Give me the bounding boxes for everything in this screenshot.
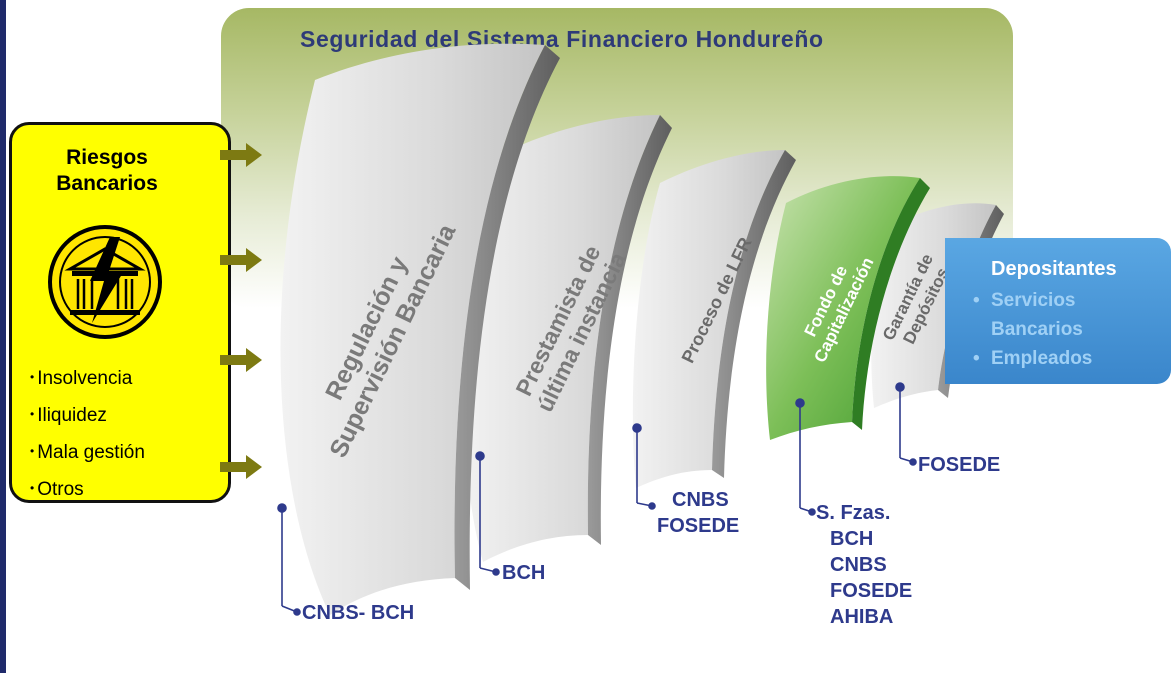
- pane-lfr: [632, 150, 796, 488]
- connector-end-lender: [492, 568, 500, 576]
- connector-end-guarantee: [909, 458, 917, 466]
- pane-fund: [766, 176, 930, 440]
- arrow-right-icon: [220, 348, 262, 372]
- entity-lender: BCH: [502, 562, 546, 584]
- connector-dot-lfr: [632, 423, 642, 433]
- entity-regulation: CNBS- BCH: [302, 602, 415, 624]
- depositors-item: •Servicios: [973, 290, 1076, 311]
- depositors-item-text: Empleados: [991, 348, 1093, 369]
- connector-dot-guarantee: [895, 382, 905, 392]
- pane-lender: [462, 115, 672, 562]
- connectors: [277, 382, 917, 616]
- frame-border: [0, 0, 6, 673]
- entity-fund-line: FOSEDE: [830, 580, 913, 602]
- risk-item: Mala gestión: [30, 435, 145, 472]
- connector-dot-regulation: [277, 503, 287, 513]
- risks-title-line2: Bancarios: [56, 172, 158, 195]
- connector-end-fund: [808, 508, 816, 516]
- risks-panel: Riesgos Bancarios Insolvencia Iliquidez …: [9, 122, 231, 503]
- entity-fund-line: CNBS: [830, 554, 887, 576]
- entity-fund-line: BCH: [830, 528, 874, 550]
- connector-dot-lender: [475, 451, 485, 461]
- connector-end-lfr: [648, 502, 656, 510]
- risks-title-line1: Riesgos: [66, 146, 148, 169]
- risk-item: Insolvencia: [30, 361, 145, 398]
- bank-lightning-icon: [48, 225, 162, 339]
- depositors-list: •Servicios Bancarios •Empleados: [973, 286, 1092, 373]
- depositors-item-continuation: Bancarios: [991, 319, 1083, 340]
- diagram-title: Seguridad del Sistema Financiero Hondure…: [300, 26, 824, 52]
- connector-dot-fund: [795, 398, 805, 408]
- arrow-right-icon: [220, 143, 262, 167]
- entity-fund-line: S. Fzas.: [816, 502, 891, 524]
- risks-title: Riesgos Bancarios: [12, 145, 202, 197]
- connector-end-regulation: [293, 608, 301, 616]
- depositors-item: •Empleados: [973, 348, 1093, 369]
- entity-fund-line: AHIBA: [830, 606, 894, 628]
- entity-lfr: CNBS FOSEDE: [657, 487, 739, 539]
- entity-lfr-line1: CNBS: [672, 489, 729, 511]
- depositors-item-text: Servicios: [991, 290, 1076, 311]
- risk-item: Iliquidez: [30, 398, 145, 435]
- pane-regulation: [280, 43, 560, 616]
- arrow-right-icon: [220, 248, 262, 272]
- entity-guarantee: FOSEDE: [918, 454, 1001, 476]
- risks-list: Insolvencia Iliquidez Mala gestión Otros: [30, 361, 145, 509]
- depositors-panel: Depositantes •Servicios Bancarios •Emple…: [945, 238, 1171, 384]
- entity-fund: S. Fzas. BCH CNBS FOSEDE AHIBA: [816, 500, 912, 630]
- depositors-title: Depositantes: [991, 258, 1117, 280]
- risk-item: Otros: [30, 472, 145, 509]
- entity-lfr-line2: FOSEDE: [657, 515, 740, 537]
- arrow-right-icon: [220, 455, 262, 479]
